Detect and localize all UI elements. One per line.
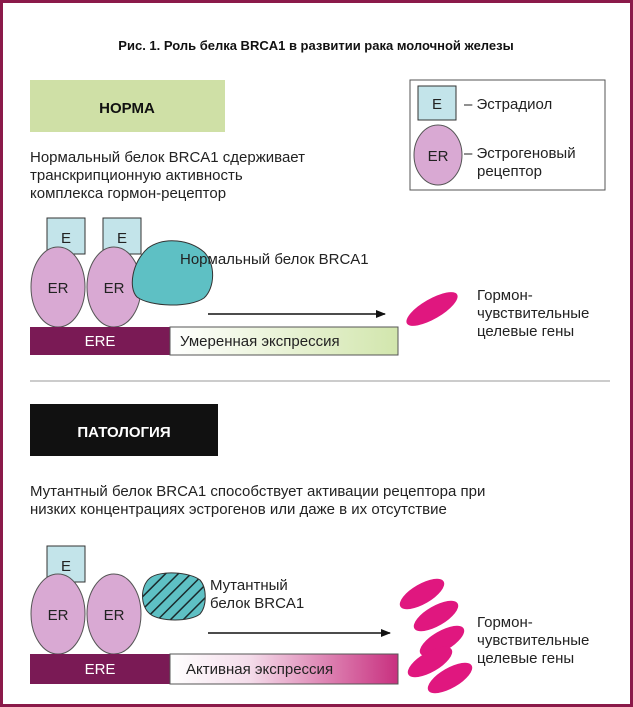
receptor-label-1: ER — [48, 280, 69, 297]
pathology-genes-line-2: чувствительные — [477, 632, 589, 649]
normal-target-gene — [406, 292, 458, 326]
estradiol-label-1: E — [61, 230, 71, 247]
pathology-genes-line-3: целевые гены — [477, 650, 574, 667]
active-expression-label: Активная экспрессия — [186, 661, 333, 678]
target-gene-1 — [399, 578, 445, 610]
mutant-protein-line-2: белок BRCA1 — [210, 595, 304, 612]
estradiol-legend-label: – Эстрадиол — [464, 96, 552, 113]
normal-ere-bar — [30, 327, 170, 355]
pathology-receptor-label-2: ER — [104, 607, 125, 624]
receptor-legend-label-line-1: – Эстрогеновый — [464, 145, 576, 162]
mutant-brca1-protein — [142, 572, 206, 621]
pathology-ere-bar — [30, 654, 170, 684]
receptor-legend-letters: ER — [428, 148, 449, 165]
moderate-expression-label: Умеренная экспрессия — [180, 333, 340, 350]
normal-genes-line-3: целевые гены — [477, 323, 574, 340]
receptor-legend-symbol — [413, 124, 463, 186]
estradiol-legend-letter: E — [432, 96, 442, 113]
active-expression-bar — [169, 653, 399, 685]
pathology-description-line-2: низких концентрациях эстрогенов или даже… — [30, 501, 447, 518]
receptor-label-2: ER — [104, 280, 125, 297]
pathology-description-line-1: Мутантный белок BRCA1 способствует актив… — [30, 483, 485, 500]
target-gene-4 — [407, 646, 453, 678]
pathology-header-box — [30, 404, 218, 456]
pathology-ere-label: ERE — [85, 661, 116, 678]
norma-description-line-3: комплекса гормон-рецептор — [30, 185, 226, 202]
norma-description-line-2: транскрипционную активность — [30, 167, 243, 184]
estradiol-legend-symbol — [417, 85, 457, 121]
norma-header: НОРМА — [99, 100, 155, 117]
pathology-receptor-label-1: ER — [48, 607, 69, 624]
norma-header-box — [30, 80, 225, 132]
target-gene-5 — [427, 662, 473, 694]
receptor-legend-label-line-2: рецептор — [477, 163, 542, 180]
normal-genes-line-1: Гормон- — [477, 287, 533, 304]
figure-title: Рис. 1. Роль белка BRCA1 в развитии рака… — [118, 38, 513, 53]
target-gene-2 — [413, 600, 459, 632]
pathology-header: ПАТОЛОГИЯ — [77, 424, 170, 441]
moderate-expression-bar — [169, 326, 399, 356]
normal-brca1-protein — [131, 240, 214, 306]
normal-protein-label: Нормальный белок BRCA1 — [180, 251, 369, 268]
target-gene-3 — [419, 625, 465, 657]
estradiol-label-2: E — [117, 230, 127, 247]
pathology-genes-line-1: Гормон- — [477, 614, 533, 631]
active-target-genes — [399, 578, 473, 694]
normal-genes-line-2: чувствительные — [477, 305, 589, 322]
mutant-protein-line-1: Мутантный — [210, 577, 288, 594]
normal-ere-label: ERE — [85, 333, 116, 350]
norma-description-line-1: Нормальный белок BRCA1 сдерживает — [30, 149, 305, 166]
pathology-estradiol-label: E — [61, 558, 71, 575]
